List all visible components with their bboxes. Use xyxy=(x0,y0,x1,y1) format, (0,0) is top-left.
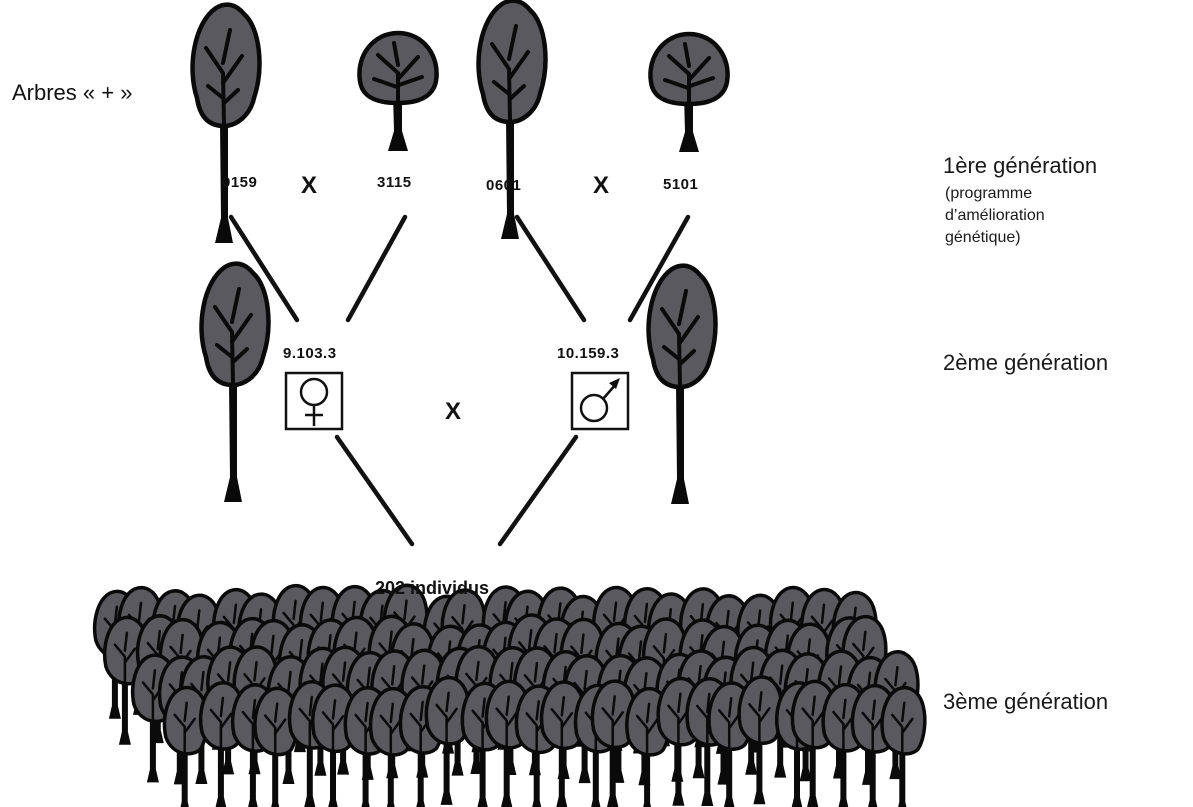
female-parent-code: 9.103.3 xyxy=(283,345,337,362)
tree-code-5101: 5101 xyxy=(663,176,699,193)
male-parent-code: 10.159.3 xyxy=(557,345,620,362)
generation-1-title: 1ère génération xyxy=(943,153,1098,178)
line-female-offspring xyxy=(334,434,415,547)
generation-1-note-line1: (programme xyxy=(945,185,1033,202)
offspring-count-label: 202 individus xyxy=(375,578,490,598)
tree-0601 xyxy=(479,1,546,239)
forest-tree xyxy=(880,685,927,807)
tree-code-3115: 3115 xyxy=(377,174,412,191)
line-3115-female xyxy=(345,214,408,323)
tree-code-0601: 0601 xyxy=(486,177,522,194)
plus-trees-label: Arbres « + » xyxy=(12,80,133,105)
female-symbol-icon xyxy=(299,377,329,426)
generation-1-note-line2: d’amélioration xyxy=(945,207,1045,224)
tree-5101 xyxy=(650,34,727,152)
tree-male-parent xyxy=(649,266,716,504)
tree-female-parent xyxy=(202,264,269,502)
line-0601-male xyxy=(514,214,587,323)
tree-code-0159: 0159 xyxy=(222,174,258,191)
pedigree-lines xyxy=(228,214,691,547)
line-5101-male xyxy=(627,214,691,323)
generation-3-title: 3ème génération xyxy=(943,689,1109,714)
cross-symbol-gen1-right: X xyxy=(593,172,610,199)
tree-3115 xyxy=(359,33,436,151)
generation-1-note-line3: génétique) xyxy=(945,229,1021,246)
female-symbol-box xyxy=(284,371,344,431)
male-arrow-head-icon xyxy=(609,378,620,389)
line-0159-female xyxy=(228,214,300,323)
tree-0159 xyxy=(193,5,260,243)
generation-2-title: 2ème génération xyxy=(943,350,1109,375)
line-male-offspring xyxy=(497,434,579,547)
cross-symbol-gen2: X xyxy=(445,398,462,425)
forest-third-generation xyxy=(92,583,927,807)
male-symbol-box xyxy=(570,371,630,431)
cross-symbol-gen1-left: X xyxy=(301,172,318,199)
